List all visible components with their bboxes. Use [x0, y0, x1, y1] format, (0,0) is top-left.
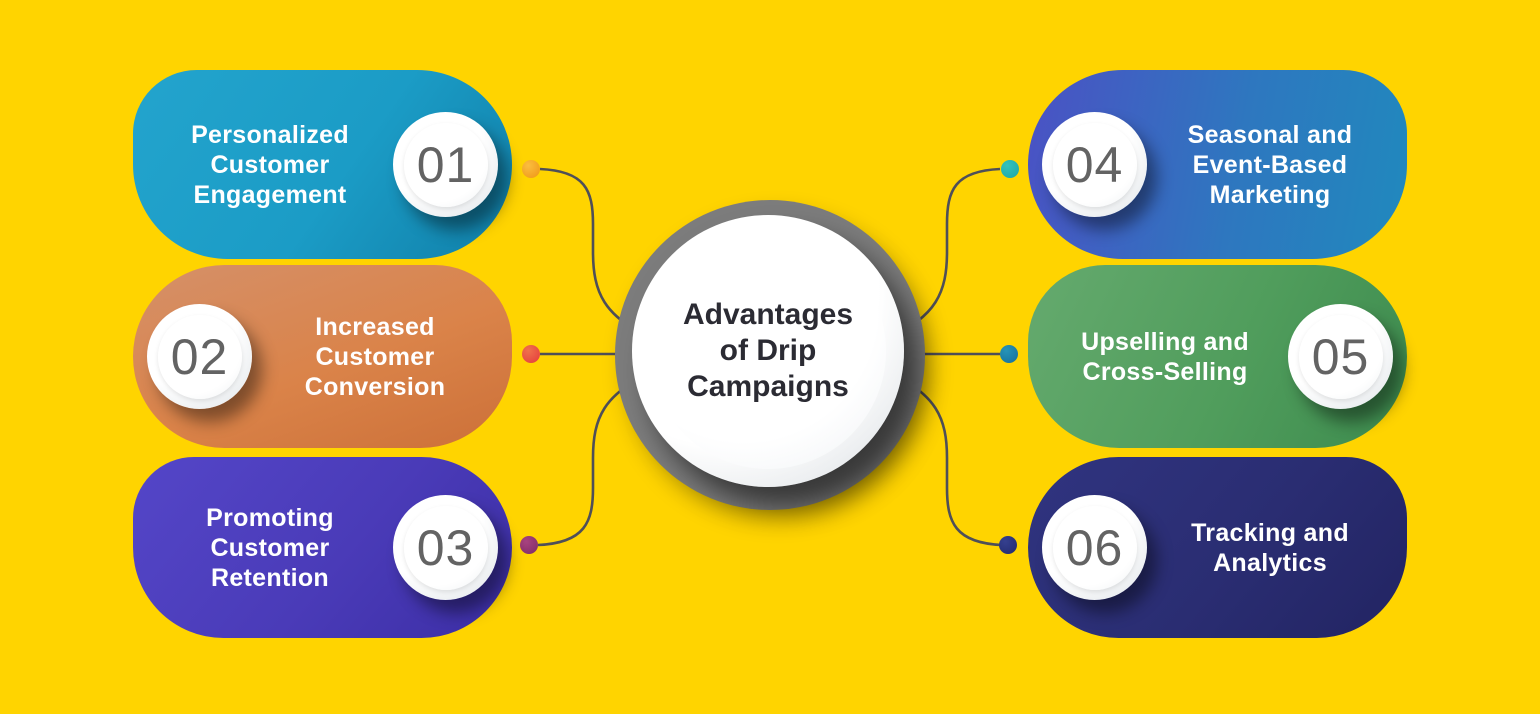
item-number-badge-04: 04	[1042, 112, 1147, 217]
connector-line-item-04	[887, 167, 1001, 340]
center-hub-ring: Advantages of Drip Campaigns	[615, 200, 925, 510]
diagram-title-line3: Campaigns	[687, 370, 849, 403]
connector-dot-item-03	[520, 536, 538, 554]
connector-dot-item-06	[999, 536, 1017, 554]
item-label-02-line3: Conversion	[304, 372, 446, 401]
item-number-badge-03: 03	[393, 495, 498, 600]
connector-dot-item-04	[1001, 160, 1019, 178]
diagram-title-line1: Advantages	[682, 298, 854, 331]
item-label-04-line2: Event-Based	[1192, 150, 1348, 179]
item-number-06: 06	[1065, 519, 1124, 576]
item-label-06: Tracking and Analytics	[1147, 518, 1393, 578]
item-label-01: Personalized Customer Engagement	[147, 120, 393, 210]
item-label-03-line2: Customer	[210, 533, 330, 562]
diagram-title-line2: of Drip	[719, 334, 817, 367]
connector-line-item-03	[537, 370, 653, 547]
item-label-06-line1: Tracking and	[1191, 518, 1349, 547]
item-number-badge-05: 05	[1288, 304, 1393, 409]
item-number-01: 01	[416, 136, 475, 193]
item-label-01-line1: Personalized	[191, 120, 349, 149]
item-card-03-promoting-customer-retention: Promoting Customer Retention 03	[133, 457, 512, 638]
item-label-04-line1: Seasonal and	[1187, 120, 1353, 149]
connector-dot-item-01	[522, 160, 540, 178]
item-label-02-line1: Increased	[315, 312, 435, 341]
item-number-04: 04	[1065, 136, 1124, 193]
item-label-03: Promoting Customer Retention	[147, 503, 393, 593]
item-label-04: Seasonal and Event-Based Marketing	[1147, 120, 1393, 210]
connector-dot-item-02	[522, 345, 540, 363]
item-card-01-personalized-customer-engagement: Personalized Customer Engagement 01	[133, 70, 512, 259]
item-number-badge-06: 06	[1042, 495, 1147, 600]
item-label-05-line2: Cross-Selling	[1082, 357, 1248, 386]
item-number-badge-02: 02	[147, 304, 252, 409]
item-card-06-tracking-and-analytics: 06 Tracking and Analytics	[1028, 457, 1407, 638]
item-label-05: Upselling and Cross-Selling	[1042, 327, 1288, 387]
item-card-05-upselling-and-cross-selling: Upselling and Cross-Selling 05	[1028, 265, 1407, 448]
item-number-badge-01: 01	[393, 112, 498, 217]
item-label-01-line3: Engagement	[193, 180, 347, 209]
item-label-03-line1: Promoting	[206, 503, 334, 532]
item-label-02-line2: Customer	[315, 342, 435, 371]
connector-dot-item-05	[1000, 345, 1018, 363]
item-label-05-line1: Upselling and	[1081, 327, 1249, 356]
item-number-05: 05	[1311, 328, 1370, 385]
item-label-06-line2: Analytics	[1213, 548, 1327, 577]
diagram-title: Advantages of Drip Campaigns	[683, 297, 853, 405]
connector-line-item-01	[539, 167, 653, 340]
item-label-03-line3: Retention	[211, 563, 329, 592]
item-label-04-line3: Marketing	[1209, 180, 1331, 209]
item-card-04-seasonal-event-based-marketing: 04 Seasonal and Event-Based Marketing	[1028, 70, 1407, 259]
item-label-01-line2: Customer	[210, 150, 330, 179]
item-number-02: 02	[170, 328, 229, 385]
connector-line-item-06	[887, 370, 1003, 547]
item-number-03: 03	[416, 519, 475, 576]
center-hub-disc: Advantages of Drip Campaigns	[632, 215, 904, 487]
item-label-02: Increased Customer Conversion	[252, 312, 498, 402]
item-card-02-increased-customer-conversion: 02 Increased Customer Conversion	[133, 265, 512, 448]
